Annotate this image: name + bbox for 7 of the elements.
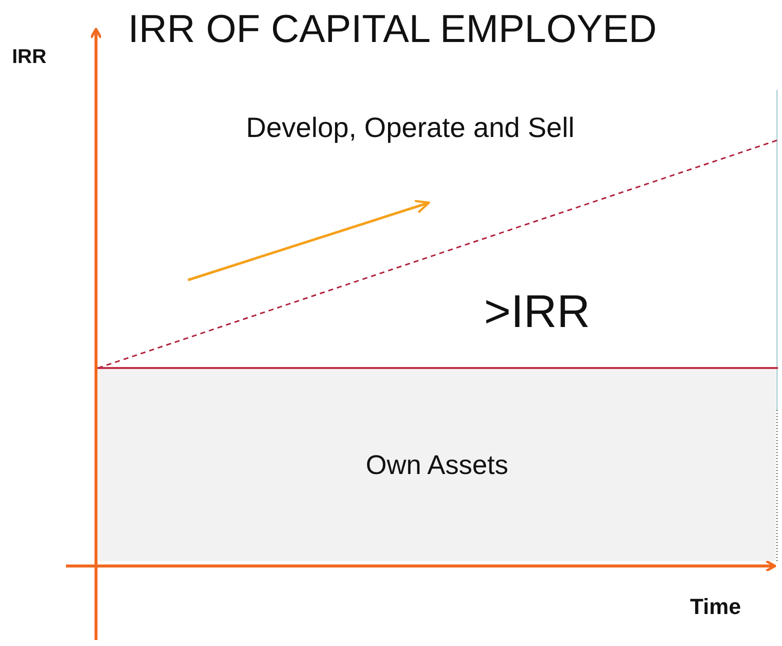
- axis-label: Time: [690, 594, 741, 620]
- area-label: Own Assets: [366, 450, 508, 480]
- chart-title: IRR OF CAPITAL EMPLOYED: [128, 8, 657, 52]
- region-label: >IRR: [484, 284, 590, 338]
- axis-label: IRR: [12, 46, 46, 69]
- region-label: Develop, Operate and Sell: [246, 112, 574, 144]
- shaded-area: [98, 369, 776, 561]
